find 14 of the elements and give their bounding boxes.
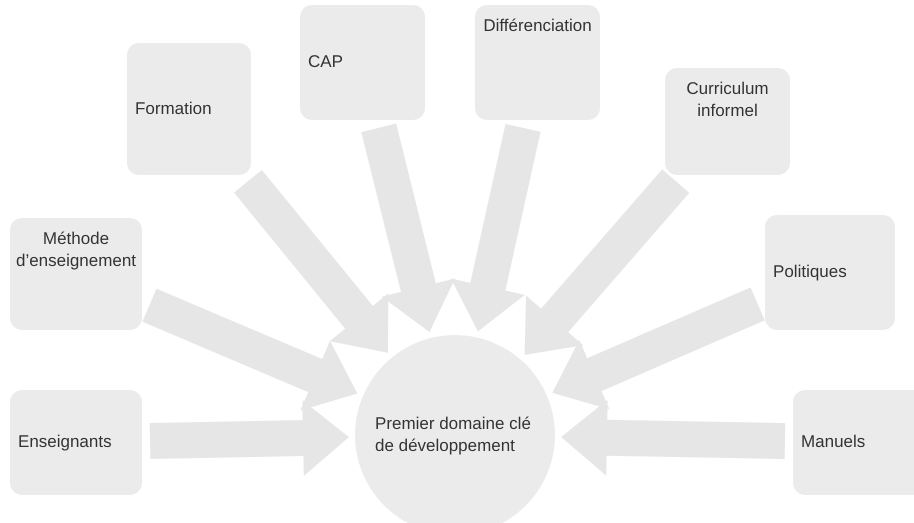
category-label: Formation xyxy=(135,98,212,120)
focus-label: Premier domaine clé de développement xyxy=(375,412,532,457)
category-label: Méthode d’enseignement xyxy=(16,228,136,272)
category-label: Différenciation xyxy=(483,15,592,37)
category-label: Curriculum informel xyxy=(685,78,770,122)
category-box xyxy=(765,215,895,330)
category-label: Politiques xyxy=(773,261,847,284)
block-arrow xyxy=(560,400,786,476)
category-box xyxy=(665,68,790,175)
category-label: Manuels xyxy=(801,431,866,454)
category-label: CAP xyxy=(308,51,343,74)
block-arrow xyxy=(150,400,350,476)
category-box xyxy=(10,218,142,330)
category-label: Enseignants xyxy=(18,431,112,454)
